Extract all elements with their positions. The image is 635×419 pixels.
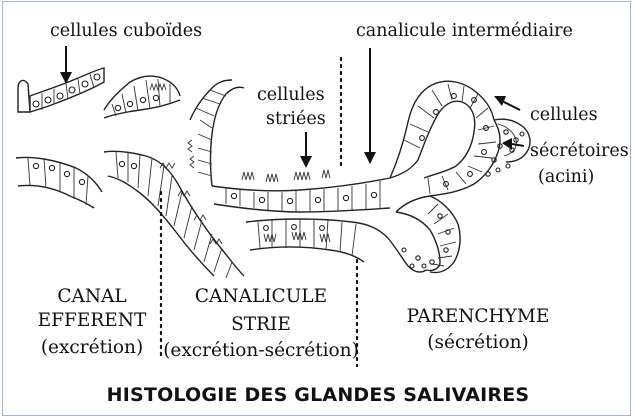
label-intermediate-canal: canalicule intermédiaire	[356, 21, 573, 41]
region-parenchyma-line1: PARENCHYME	[407, 306, 550, 327]
region-efferent-line1: CANAL	[57, 286, 126, 307]
arrow-secretory-bottom	[502, 138, 525, 150]
label-secretory-cells-line1: cellules	[530, 105, 598, 125]
arrow-striated-cells	[300, 132, 312, 168]
region-efferent-line3: (excrétion)	[41, 337, 143, 358]
region-striated-line3: (excrétion-sécrétion)	[163, 340, 359, 361]
parenchyma-acini	[387, 80, 531, 274]
label-secretory-cells-line2: sécrétoires	[530, 141, 629, 161]
region-striated-line2: STRIE	[231, 314, 291, 335]
label-striated-cells-line1: cellules	[257, 85, 325, 105]
label-secretory-cells-line3: (acini)	[538, 167, 594, 187]
label-cuboid-cells: cellules cuboïdes	[50, 21, 202, 41]
arrow-secretory-top	[494, 96, 521, 111]
figure-title: HISTOLOGIE DES GLANDES SALIVAIRES	[107, 384, 530, 406]
arrow-intermediate-canal	[364, 48, 376, 164]
region-parenchyma-line2: (sécrétion)	[427, 332, 528, 353]
region-striated-line1: CANALICULE	[195, 286, 327, 307]
striated-duct	[103, 79, 419, 279]
region-efferent-line2: EFFERENT	[38, 310, 147, 331]
label-striated-cells-line2: striées	[266, 109, 326, 129]
efferent-duct	[15, 67, 181, 209]
arrow-cuboid-cells	[60, 46, 72, 84]
